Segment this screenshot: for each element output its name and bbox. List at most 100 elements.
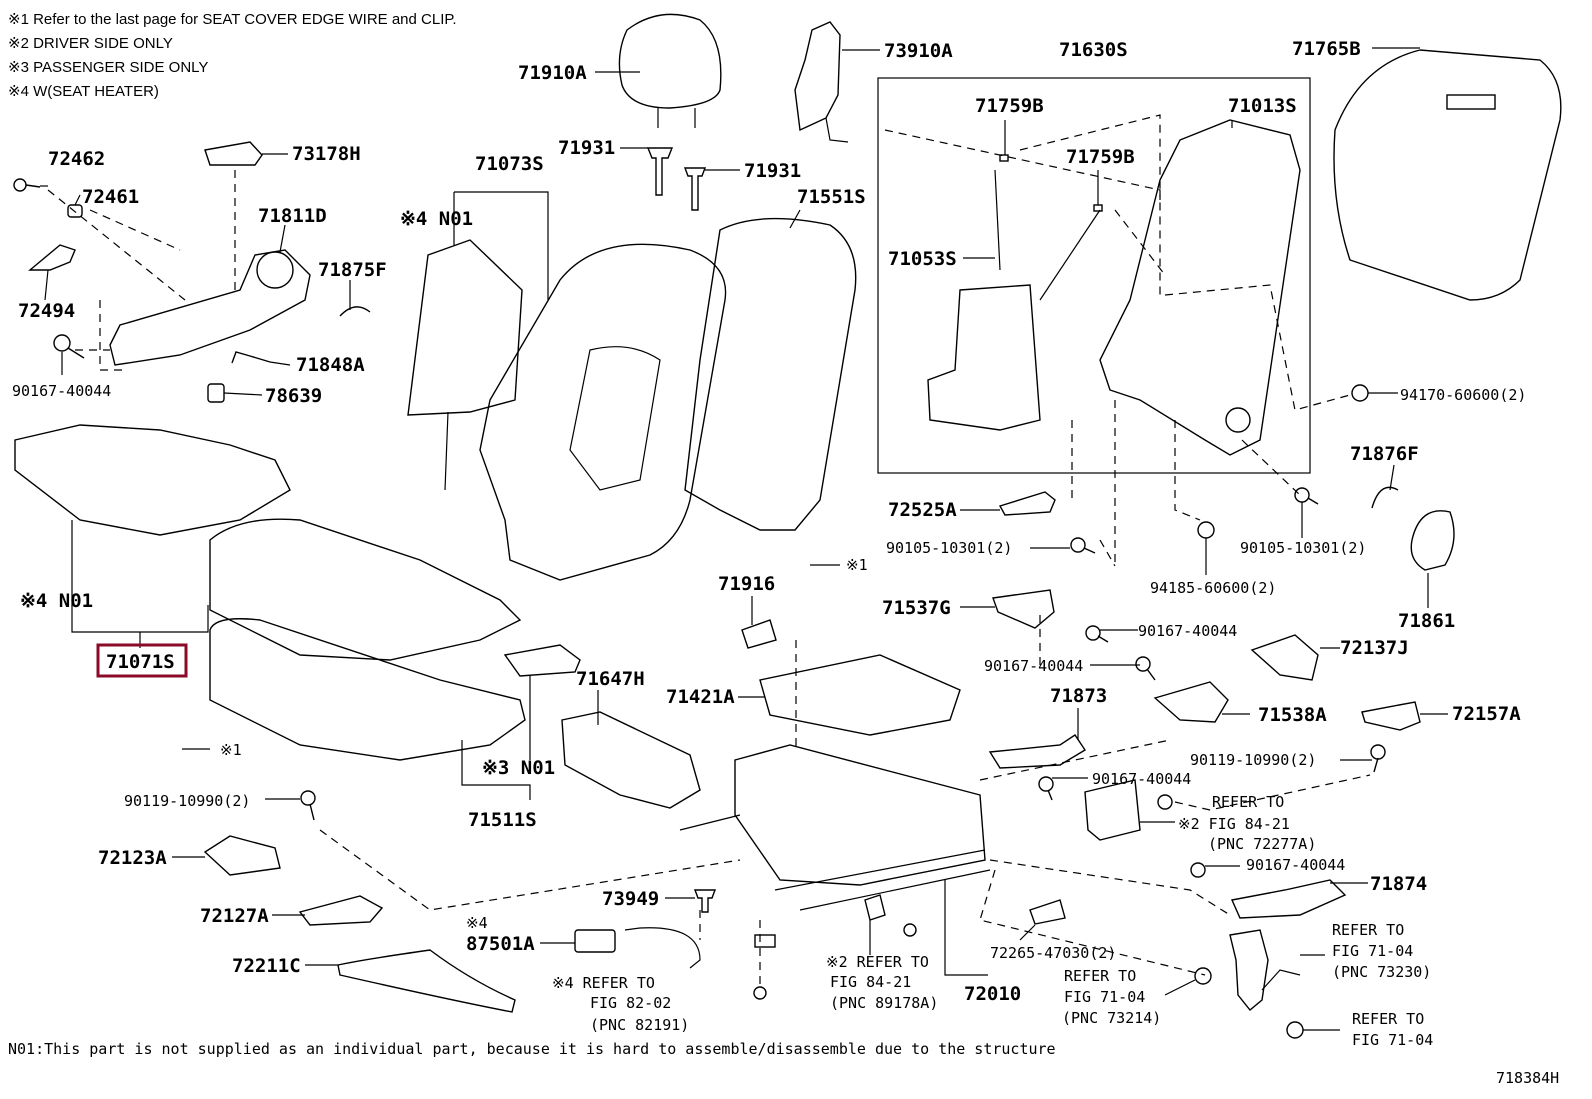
part-72265-bracket — [1029, 899, 1066, 925]
leader-lines — [40, 47, 1448, 1031]
label-87501A-note: ※4 — [466, 914, 488, 932]
part-drawings — [13, 13, 1562, 1039]
label-ref7104a-2: FIG 71-04 — [1064, 988, 1145, 1006]
label-72010: 72010 — [964, 983, 1021, 1005]
label-90119-a: 90119-10990(2) — [124, 792, 250, 810]
part-90105-bolt-a — [1070, 537, 1096, 554]
label-ref8202-1: ※4 REFER TO — [552, 974, 655, 992]
label-72494: 72494 — [18, 300, 75, 322]
part-71765B-back-board — [1333, 49, 1562, 301]
label-ref7104a-1: REFER TO — [1064, 967, 1136, 985]
label-71876F: 71876F — [1350, 443, 1419, 465]
label-90167-b: 90167-40044 — [1138, 622, 1237, 640]
part-71931-guide-a — [646, 147, 674, 196]
label-71630S: 71630S — [1059, 39, 1128, 61]
part-90119-bolt-left — [300, 790, 316, 821]
label-ref7104b-3: (PNC 73230) — [1332, 963, 1431, 981]
part-72010-adjuster — [734, 744, 986, 886]
note-2: ※2 DRIVER SIDE ONLY — [8, 35, 173, 52]
label-72462: 72462 — [48, 148, 105, 170]
part-71013S-seatback-frame — [1099, 119, 1301, 456]
figure-id: 718384H — [1496, 1069, 1559, 1087]
label-71071S: 71071S — [106, 651, 175, 673]
label-ref8421b-1: ※2 REFER TO — [826, 953, 929, 971]
label-71053S: 71053S — [888, 248, 957, 270]
label-ref8421b-3: (PNC 89178A) — [830, 994, 938, 1012]
part-72211C-wire — [337, 949, 516, 1013]
part-72157A-cover — [1361, 701, 1421, 731]
part-71537G-cover — [992, 589, 1055, 629]
label-ref8421b-2: FIG 84-21 — [830, 973, 911, 991]
label-71848A: 71848A — [296, 354, 365, 376]
note-4: ※4 W(SEAT HEATER) — [8, 83, 159, 100]
part-belt-buckle — [1229, 929, 1269, 1011]
part-90167-bolt-d — [1038, 776, 1054, 801]
label-94185: 94185-60600(2) — [1150, 579, 1276, 597]
label-N01-c: ※3 N01 — [482, 757, 555, 779]
part-71073S-seatback-cover — [479, 243, 727, 581]
label-71551S: 71551S — [797, 186, 866, 208]
part-71759B-b — [1093, 204, 1103, 212]
part-72277A-bolt — [1157, 794, 1173, 810]
label-71537G: 71537G — [882, 597, 951, 619]
part-90105-bolt-b — [1294, 487, 1319, 505]
part-71811D-recliner-cover — [109, 249, 311, 366]
part-seatback-heater-pad — [407, 239, 523, 416]
part-72494-bracket — [28, 244, 76, 271]
label-71759B-a: 71759B — [975, 95, 1044, 117]
label-94170: 94170-60600(2) — [1400, 386, 1526, 404]
label-ref7104b-1: REFER TO — [1332, 921, 1404, 939]
label-71073S: 71073S — [475, 153, 544, 175]
label-90105-b: 90105-10301(2) — [1240, 539, 1366, 557]
part-bolt-small — [753, 986, 767, 1000]
label-ref8421a-1: REFER TO — [1212, 793, 1284, 811]
part-90167-bolt-e — [1190, 862, 1206, 878]
label-71931-b: 71931 — [744, 160, 801, 182]
label-72137J: 72137J — [1340, 637, 1409, 659]
label-71765B: 71765B — [1292, 38, 1361, 60]
label-ref7104b-2: FIG 71-04 — [1332, 942, 1413, 960]
part-94185-nut — [1197, 521, 1215, 539]
part-72525A-cover — [998, 491, 1056, 516]
part-71910A-headrest — [618, 13, 722, 109]
part-71876F-clip — [1371, 486, 1399, 509]
label-90167-e: 90167-40044 — [1246, 856, 1345, 874]
part-71071S-cushion-cover — [209, 518, 522, 661]
label-71538A: 71538A — [1258, 704, 1327, 726]
label-ref8202-3: (PNC 82191) — [590, 1016, 689, 1034]
part-73949-pin — [693, 889, 717, 913]
label-73178H: 73178H — [292, 143, 361, 165]
label-71511S: 71511S — [468, 809, 537, 831]
part-72277A-cover — [1084, 779, 1141, 841]
label-90167-d: 90167-40044 — [1092, 770, 1191, 788]
label-ref7104a-3: (PNC 73214) — [1062, 1009, 1161, 1027]
footer-note: N01:This part is not supplied as an indi… — [8, 1040, 1056, 1058]
part-89178A-sensor — [864, 894, 886, 921]
label-71875F: 71875F — [318, 259, 387, 281]
label-72127A: 72127A — [200, 905, 269, 927]
part-87501A-switch — [574, 929, 616, 953]
part-71875F-clip — [339, 306, 371, 317]
label-ref8421a-3: (PNC 72277A) — [1208, 835, 1316, 853]
part-71538A-cover — [1153, 681, 1229, 723]
assembly-dash-lines — [47, 114, 1371, 985]
label-71421A: 71421A — [666, 686, 735, 708]
label-71931-a: 71931 — [558, 137, 615, 159]
label-ref7104c-1: REFER TO — [1352, 1010, 1424, 1028]
part-labels: 72462 72461 72494 90167-40044 73178H 718… — [12, 38, 1526, 1049]
label-72211C: 72211C — [232, 955, 301, 977]
part-72137J-cover — [1250, 634, 1319, 681]
part-89178A-bolt — [903, 923, 917, 937]
label-ref1-a: ※1 — [846, 556, 868, 574]
part-71551S-seatback-pad — [684, 217, 857, 531]
label-73949: 73949 — [602, 888, 659, 910]
part-73178H-cover — [204, 141, 263, 166]
part-71916-clip — [741, 619, 777, 649]
part-78639 — [207, 383, 225, 403]
part-94170-nut — [1351, 384, 1369, 402]
part-71931-guide-b — [683, 167, 707, 211]
label-72157A: 72157A — [1452, 703, 1521, 725]
part-73214-nut — [1194, 967, 1212, 985]
part-71421A-spring — [759, 654, 961, 736]
